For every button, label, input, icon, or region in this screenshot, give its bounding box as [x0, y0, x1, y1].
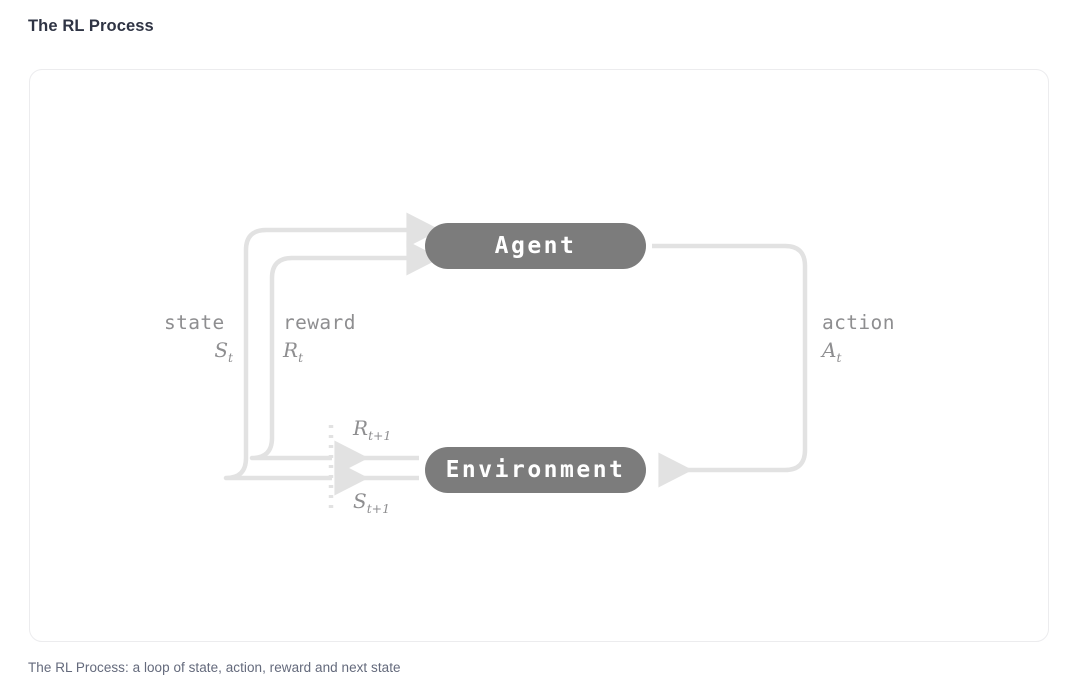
page-title: The RL Process	[28, 17, 154, 35]
edge-label-action: action	[822, 311, 895, 334]
edge-symbol-reward-next-sub: t+1	[368, 428, 392, 443]
edge-symbol-action-sub: t	[836, 350, 842, 365]
edge-symbol-state-sub: t	[228, 350, 233, 365]
edge-symbol-state-next-sub: t+1	[366, 501, 390, 516]
edge-symbol-reward-next: Rt+1	[353, 416, 391, 443]
edge-label-reward: reward	[283, 311, 356, 334]
edge-label-state: state	[164, 311, 225, 334]
edge-symbol-reward-sub: t	[298, 350, 304, 365]
edge-symbol-action-base: A	[822, 338, 837, 362]
edge-symbol-state-base: S	[214, 338, 229, 362]
node-environment[interactable]: Environment	[425, 447, 646, 493]
edge-symbol-reward: Rt	[283, 338, 303, 365]
node-agent[interactable]: Agent	[425, 223, 646, 269]
edge-symbol-action: At	[822, 338, 841, 365]
node-agent-label: Agent	[494, 233, 577, 259]
edge-symbol-state: St	[164, 338, 233, 365]
edge-symbol-reward-next-base: R	[353, 416, 369, 440]
figure-card	[29, 69, 1049, 642]
node-environment-label: Environment	[445, 457, 626, 483]
figure-caption: The RL Process: a loop of state, action,…	[28, 660, 401, 675]
edge-symbol-state-next: St+1	[353, 489, 390, 516]
edge-symbol-reward-base: R	[283, 338, 299, 362]
edge-symbol-state-next-base: S	[353, 489, 367, 513]
